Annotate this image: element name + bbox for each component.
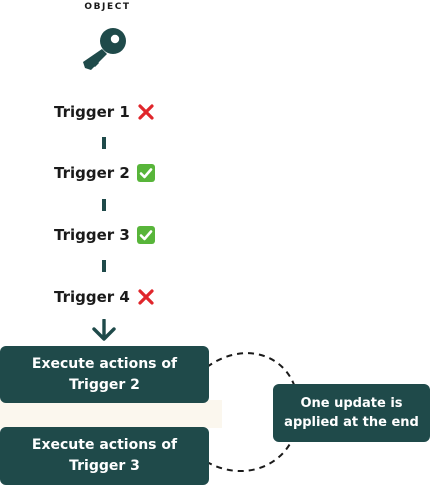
check-icon bbox=[136, 225, 156, 245]
execute-actions-box-trigger-2: Execute actions of Trigger 2 bbox=[0, 346, 209, 403]
trigger-row-4: Trigger 4 bbox=[54, 284, 154, 310]
trigger-label: Trigger 1 bbox=[54, 103, 130, 121]
object-header: OBJECT bbox=[84, 2, 131, 12]
trigger-row-3: Trigger 3 bbox=[54, 222, 155, 248]
trigger-label: Trigger 4 bbox=[54, 288, 130, 306]
trigger-row-2: Trigger 2 bbox=[54, 160, 155, 186]
update-applied-box: One update is applied at the end bbox=[273, 384, 430, 442]
flow-connector bbox=[102, 137, 106, 149]
cross-icon bbox=[136, 287, 156, 307]
arrow-down-icon bbox=[92, 319, 116, 341]
update-applied-label: One update is applied at the end bbox=[284, 396, 419, 430]
execute-actions-label: Execute actions of Trigger 3 bbox=[31, 437, 178, 474]
trigger-row-1: Trigger 1 bbox=[54, 99, 154, 125]
trigger-label: Trigger 3 bbox=[54, 226, 130, 244]
check-icon bbox=[136, 163, 156, 183]
box-shadow-strip bbox=[0, 400, 222, 428]
key-icon bbox=[83, 28, 126, 70]
cross-icon bbox=[136, 102, 156, 122]
trigger-label: Trigger 2 bbox=[54, 164, 130, 182]
execute-actions-label: Execute actions of Trigger 2 bbox=[31, 355, 178, 393]
flow-connector bbox=[102, 199, 106, 211]
execute-actions-box-trigger-3: Execute actions of Trigger 3 bbox=[0, 427, 209, 485]
flow-connector bbox=[102, 260, 106, 272]
